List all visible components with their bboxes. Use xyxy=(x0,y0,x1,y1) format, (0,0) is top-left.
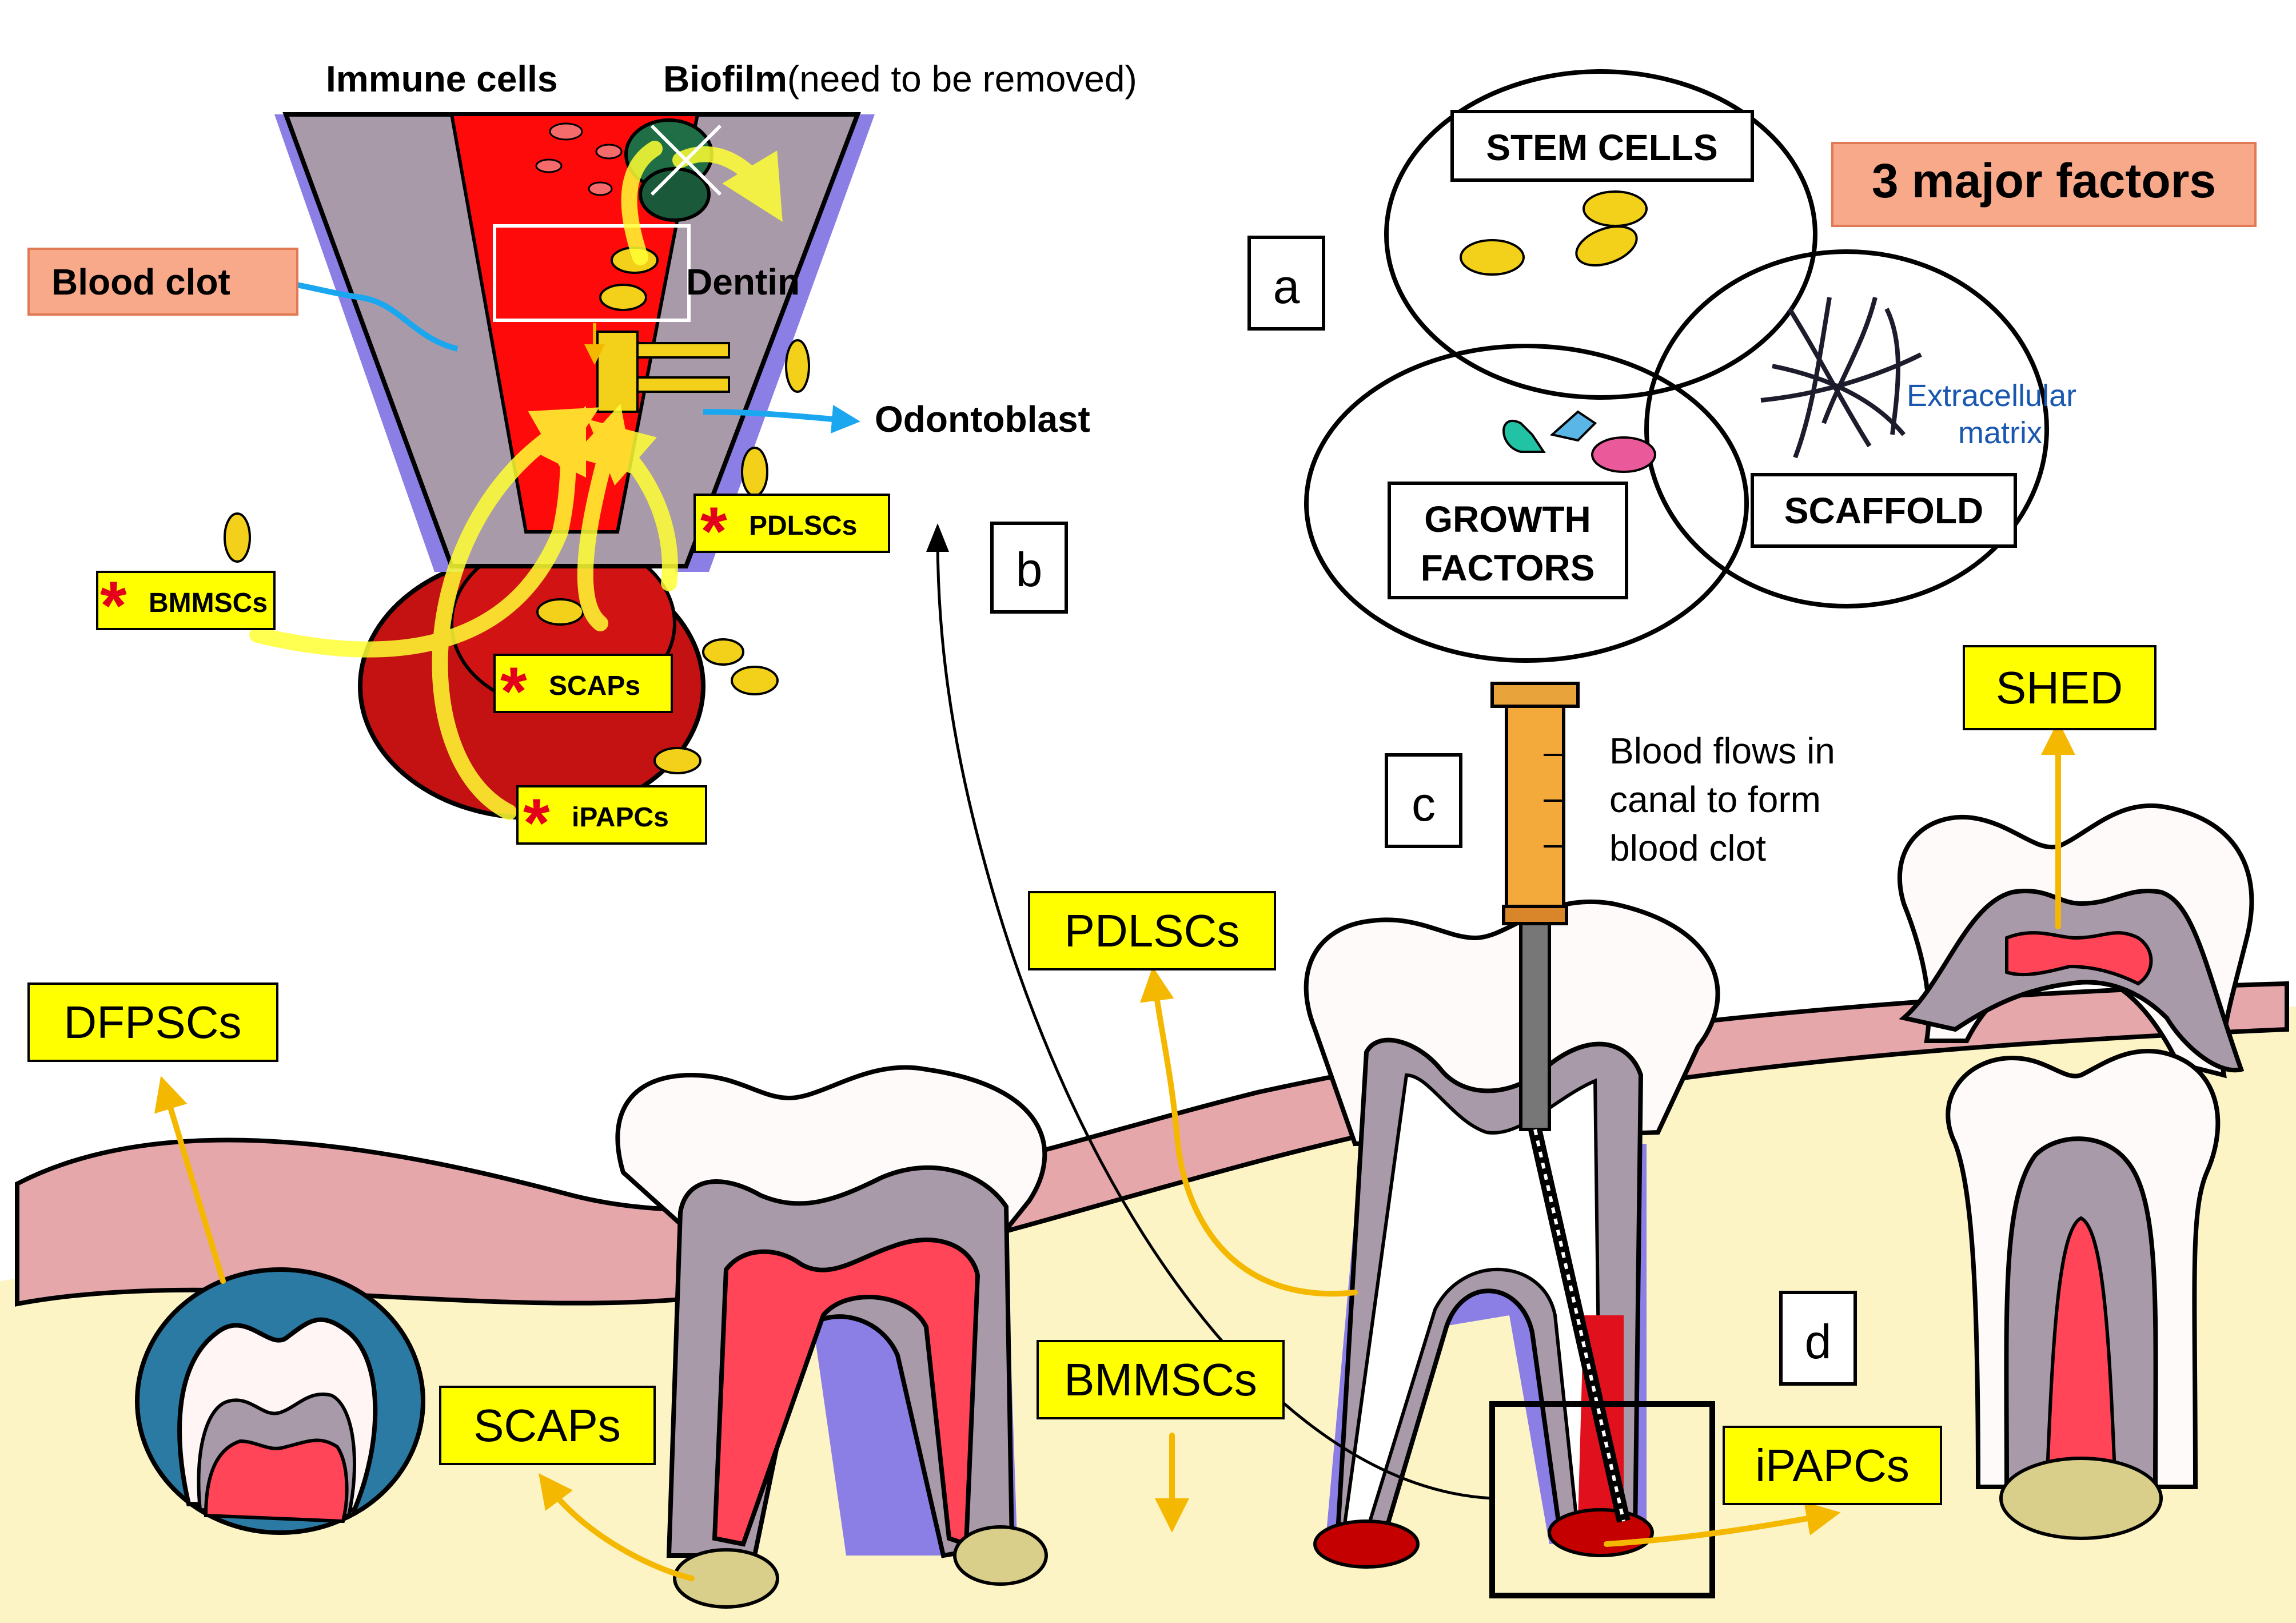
inset-tag-ipapcs: * iPAPCs xyxy=(516,785,707,861)
source-tag-pdlscs: PDLSCs xyxy=(1028,891,1276,970)
treated-apex-right xyxy=(1548,1508,1654,1557)
three-factors-tag xyxy=(1831,142,2257,227)
scaffold-label: SCAFFOLD xyxy=(1784,490,1983,531)
molar-pulp xyxy=(712,1238,980,1548)
panel-letter-c: c xyxy=(1412,777,1436,831)
deciduous-pulp xyxy=(2005,931,2153,986)
inset-asterisk: * xyxy=(100,567,127,644)
ecm-label-2: matrix xyxy=(1958,416,2042,450)
growth-factors-label-1: GROWTH xyxy=(1424,499,1591,540)
treated-tooth xyxy=(1304,899,1720,1569)
file-collar xyxy=(1502,905,1568,925)
panel-a: a xyxy=(1247,236,1325,331)
growth-factors-box xyxy=(1388,482,1628,599)
file-cap xyxy=(1490,682,1580,708)
detail-box xyxy=(493,224,691,322)
source-label-pdlscs: PDLSCs xyxy=(1065,905,1240,956)
inset-label-ipapcs: iPAPCs xyxy=(572,802,669,833)
ecm-label-1: Extracellular xyxy=(1907,379,2076,413)
procedure-note-2: canal to form xyxy=(1609,779,1821,820)
source-label-shed: SHED xyxy=(1996,662,2123,713)
inset-asterisk: * xyxy=(500,653,527,730)
source-label-bmmscs: BMMSCs xyxy=(1064,1354,1257,1405)
bone xyxy=(0,1007,2296,1623)
blood-clot-tag xyxy=(27,248,298,316)
immune-cells-label: Immune cells xyxy=(326,58,558,100)
three-factors-venn: STEM CELLS GROWTH FACTORS SCAFFOLD Extra… xyxy=(1304,69,2257,663)
file-handle xyxy=(1505,705,1565,908)
venn-growth-factors xyxy=(1304,344,1749,663)
biofilm-cross xyxy=(650,124,722,196)
odontoblast-label-pointer xyxy=(703,405,860,433)
source-tag-shed: SHED xyxy=(1963,645,2157,730)
source-tag-scaps: SCAPs xyxy=(439,1386,656,1465)
source-label-ipapcs: iPAPCs xyxy=(1755,1440,1910,1491)
deciduous-dentin xyxy=(1899,888,2245,1073)
scaffold-box xyxy=(1751,473,2017,548)
source-label-dfpscs: DFPSCs xyxy=(63,997,241,1048)
panel-letter-a: a xyxy=(1273,260,1300,313)
source-tag-dfpscs: DFPSCs xyxy=(27,982,278,1062)
molar-apical-papilla-left xyxy=(673,1548,779,1609)
venn-scaffold xyxy=(1644,249,2049,608)
inset-asterisk: * xyxy=(523,785,550,861)
panel-letter-b: b xyxy=(1016,543,1043,596)
venn-growth-factor-molecules xyxy=(1502,410,1656,473)
successor-papilla xyxy=(1999,1457,2163,1540)
follicle-pulp xyxy=(204,1438,349,1523)
source-arrows xyxy=(154,721,2075,1581)
inset-tag-pdlscs: * PDLSCs xyxy=(693,493,890,570)
endodontic-file xyxy=(1490,682,1631,1523)
deciduous-tooth xyxy=(1897,803,2254,1079)
canal-inset xyxy=(224,112,875,820)
panel-letter-d: d xyxy=(1805,1315,1832,1369)
immune-cells xyxy=(535,122,623,196)
venn-ecm-fibers xyxy=(1760,297,1922,459)
molar-apical-papilla-right xyxy=(953,1525,1048,1586)
stem-cells-box xyxy=(1450,110,1754,182)
treated-canal xyxy=(1341,1073,1603,1534)
molar-tooth xyxy=(615,1065,1048,1609)
blood-clot-label: Blood clot xyxy=(51,261,230,303)
inset-tag-bmmscs: * BMMSCs xyxy=(96,567,276,644)
apex-to-inset-arrow xyxy=(926,523,1493,1500)
biofilm-label: Biofilm(need to be removed) xyxy=(663,58,1137,100)
developing-tooth-follicle xyxy=(135,1267,425,1535)
stem-cells-label: STEM CELLS xyxy=(1486,127,1717,168)
panel-b: b xyxy=(990,522,1068,614)
apex-detail-box xyxy=(1489,1401,1715,1598)
inset-asterisk: * xyxy=(700,493,727,570)
inset-tag-scaps: * SCAPs xyxy=(493,653,673,730)
panel-d: d xyxy=(1779,1291,1857,1386)
file-shank xyxy=(1519,922,1551,1131)
source-label-scaps: SCAPs xyxy=(473,1400,621,1451)
inset-label-pdlscs: PDLSCs xyxy=(749,511,857,541)
dentin-label: Dentin xyxy=(686,261,800,303)
venn-cells xyxy=(1460,190,1648,276)
procedure-note-1: Blood flows in xyxy=(1609,730,1835,771)
growth-factors-label-2: FACTORS xyxy=(1421,547,1595,588)
venn-stem-cells xyxy=(1384,69,1817,400)
source-tag-bmmscs: BMMSCs xyxy=(1037,1340,1285,1419)
panel-c: c xyxy=(1385,753,1462,848)
odontoblast-label: Odontoblast xyxy=(875,399,1090,440)
odontoblast-cells xyxy=(596,331,730,413)
inset-label-scaps: SCAPs xyxy=(549,671,640,701)
source-tag-ipapcs: iPAPCs xyxy=(1723,1426,1942,1505)
permanent-successor-tooth xyxy=(1946,1049,2221,1540)
three-factors-title: 3 major factors xyxy=(1872,154,2216,208)
procedure-note-3: blood clot xyxy=(1609,828,1766,869)
migration-arrows xyxy=(249,141,783,820)
treated-apex-left xyxy=(1313,1519,1420,1569)
successor-pulp xyxy=(2044,1216,2118,1489)
inset-label-bmmscs: BMMSCs xyxy=(149,588,268,618)
